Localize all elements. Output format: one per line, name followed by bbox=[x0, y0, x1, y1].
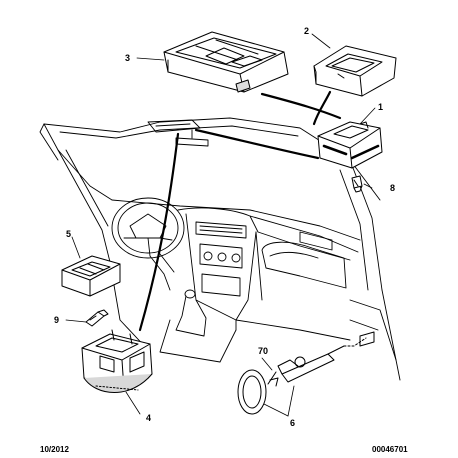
part-2-lamp-bezel bbox=[313, 45, 397, 97]
part-9-small-bulb bbox=[85, 309, 109, 327]
callout-5: 5 bbox=[66, 229, 71, 239]
callout-70: 70 bbox=[258, 346, 268, 356]
part-4-lamp-housing bbox=[81, 329, 153, 393]
leader-lines bbox=[138, 90, 342, 332]
callout-6: 6 bbox=[290, 418, 295, 428]
part-5-glovebox-lamp bbox=[61, 255, 121, 297]
footer-date: 10/2012 bbox=[40, 445, 69, 454]
footer-reference: 00046701 bbox=[372, 445, 408, 454]
callout-4: 4 bbox=[146, 413, 151, 423]
callout-3: 3 bbox=[125, 53, 130, 63]
callout-1: 1 bbox=[378, 102, 383, 112]
part-3-roof-console-tray bbox=[163, 31, 289, 93]
part-6-door-switch bbox=[237, 331, 375, 415]
callout-9: 9 bbox=[54, 315, 59, 325]
callout-leaders bbox=[65, 33, 376, 417]
callout-2: 2 bbox=[304, 26, 309, 36]
part-1-interior-lamp bbox=[317, 121, 383, 169]
part-8-bulb bbox=[351, 175, 363, 193]
callout-8: 8 bbox=[390, 183, 395, 193]
